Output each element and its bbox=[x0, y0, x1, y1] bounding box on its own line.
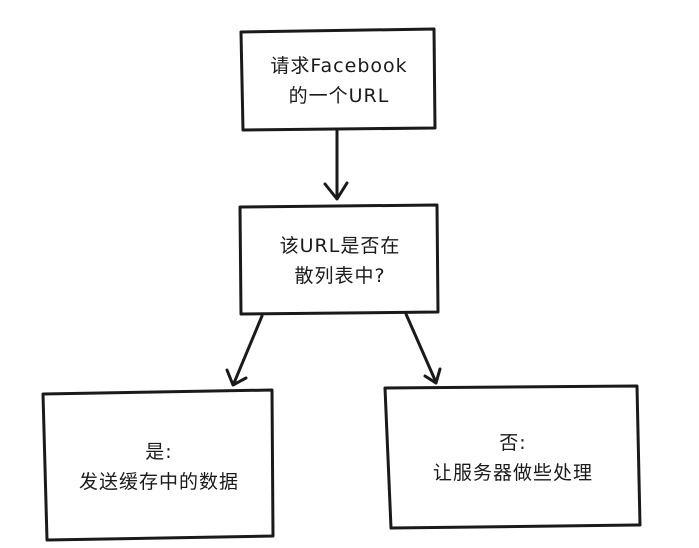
node-label-line: 该URL是否在 bbox=[279, 235, 401, 257]
node-label-line: 散列表中? bbox=[294, 265, 386, 287]
node-label-line: 让服务器做些处理 bbox=[432, 462, 593, 484]
node-label-no: 否: 让服务器做些处理 bbox=[388, 392, 638, 524]
node-box-check bbox=[238, 203, 440, 316]
node-box-request bbox=[239, 27, 437, 132]
node-label-line: 是: bbox=[145, 441, 173, 463]
node-label-line: 的一个URL bbox=[288, 85, 390, 107]
node-box-no bbox=[383, 384, 642, 530]
node-label-line: 发送缓存中的数据 bbox=[78, 471, 239, 493]
node-label-check: 该URL是否在 散列表中? bbox=[242, 213, 438, 309]
edge-check-to-no bbox=[404, 312, 442, 385]
node-box-yes bbox=[41, 388, 275, 542]
edge-check-to-yes bbox=[225, 314, 264, 387]
node-label-line: 请求Facebook bbox=[270, 55, 408, 77]
node-label-line: 否: bbox=[499, 432, 527, 454]
node-label-yes: 是: 发送缓存中的数据 bbox=[46, 400, 272, 534]
edge-request-to-check bbox=[323, 128, 349, 201]
node-label-request: 请求Facebook 的一个URL bbox=[243, 36, 435, 126]
